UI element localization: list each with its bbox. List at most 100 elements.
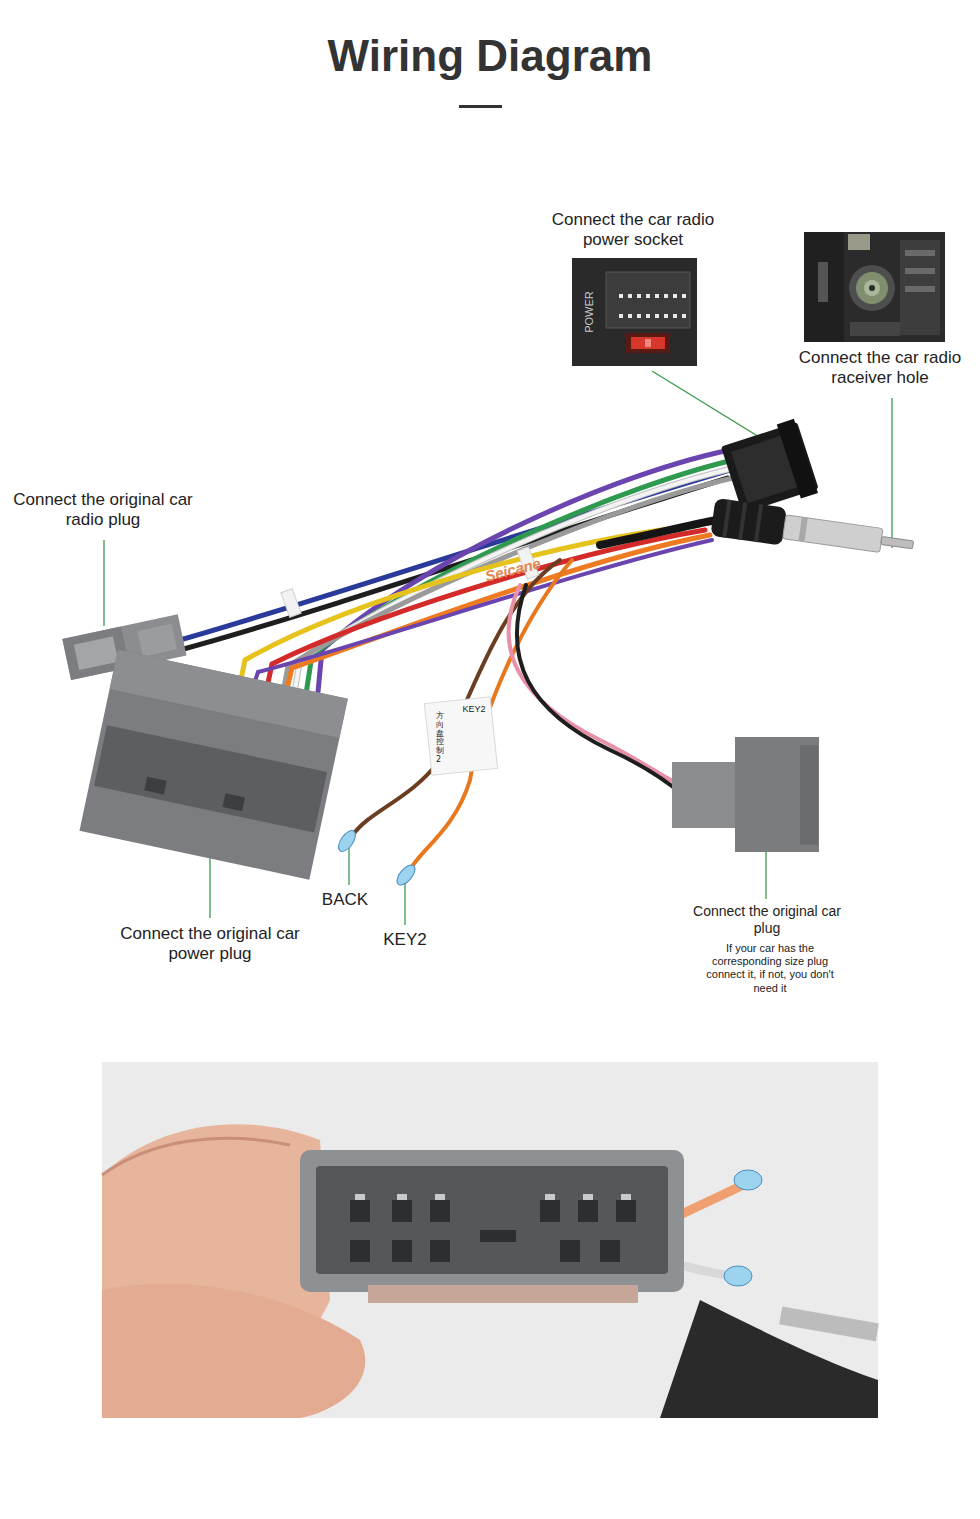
connector-photo-part-part <box>430 1240 450 1262</box>
antenna-socket-photo-part <box>804 232 844 342</box>
antenna-plug-part <box>783 515 883 552</box>
leader-lines-part <box>652 371 764 440</box>
callout-label: Connect the car radio raceiver hole <box>798 348 963 389</box>
diagram-title: Wiring Diagram <box>0 30 980 83</box>
socket-photo <box>572 258 697 366</box>
wire-bundle-part <box>509 585 680 785</box>
power-plug-part <box>79 650 347 880</box>
socket-marking: POWER <box>583 291 596 333</box>
wire-bundle-part <box>285 535 710 697</box>
radio-plug-part <box>137 624 177 657</box>
connector-photo-part <box>102 1062 878 1418</box>
leader-lines-part <box>103 540 104 626</box>
extra-plug <box>672 737 819 852</box>
wire-cap-part <box>394 862 419 888</box>
socket-photo-part-part <box>646 294 650 298</box>
leader-lines-part <box>765 852 766 899</box>
connector-photo-part <box>316 1166 668 1274</box>
antenna-socket-photo-part <box>818 262 828 302</box>
wire-tag-part <box>424 697 497 776</box>
connector-photo-part-part <box>621 1194 631 1200</box>
connector-photo-part-part <box>350 1240 370 1262</box>
socket-photo-part <box>631 337 665 349</box>
connector-photo-part-part <box>355 1194 365 1200</box>
wire-bundle-part <box>266 530 705 692</box>
connector-photo-part-part <box>545 1194 555 1200</box>
connector-photo-part <box>779 1306 879 1341</box>
power-plug-part <box>94 725 327 832</box>
extra-plug-part <box>800 745 818 845</box>
callout-label: Connect the original car radio plug <box>8 490 198 531</box>
antenna-plug-part <box>754 504 763 542</box>
socket-photo-part <box>626 333 670 353</box>
connector-photo-part <box>102 1138 290 1175</box>
connector-photo <box>102 1062 879 1418</box>
wire-cap <box>335 828 418 888</box>
antenna-plug-part <box>738 502 747 540</box>
connector-photo-part <box>102 1284 365 1418</box>
tag-text: 方向盘控制2 <box>436 712 444 765</box>
antenna-socket-photo-part <box>864 280 880 296</box>
antenna-socket-photo-part <box>900 240 940 335</box>
power-plug-part <box>110 650 348 738</box>
socket-photo-part-part <box>637 314 641 318</box>
antenna-plug-part <box>722 500 731 538</box>
connector-photo-part-part <box>583 1194 593 1200</box>
socket-photo-part-part <box>646 314 650 318</box>
socket-photo-part <box>606 272 690 328</box>
connector-photo-part-part <box>397 1194 407 1200</box>
title-rule <box>459 105 502 108</box>
antenna-socket-photo <box>804 232 945 342</box>
connector-photo-part-part <box>435 1194 445 1200</box>
socket-photo-part-part <box>673 314 677 318</box>
wire-bundle-part <box>517 585 682 794</box>
connector-photo-part-part <box>480 1230 516 1242</box>
connector-photo-part-part <box>392 1240 412 1262</box>
wire-bundle-part <box>282 476 742 698</box>
socket-photo-part-part <box>655 314 659 318</box>
connector-photo-part <box>300 1150 684 1292</box>
watermark: Seicane <box>483 554 542 585</box>
signal-name: BACK <box>310 890 380 910</box>
connector-photo-part-part <box>350 1200 370 1222</box>
title-rule-part <box>459 105 502 108</box>
connector-photo-part-part <box>578 1200 598 1222</box>
wire-bundle-part <box>410 560 572 870</box>
socket-photo-part-part <box>628 294 632 298</box>
socket-photo-part-part <box>619 314 623 318</box>
cable-tie-part <box>281 589 301 618</box>
socket-photo-part <box>572 258 697 366</box>
connector-photo-part-part <box>540 1200 560 1222</box>
connector-photo-part-part <box>392 1200 412 1222</box>
connector-photo-part <box>355 1194 631 1200</box>
antenna-socket-photo-part <box>856 272 888 304</box>
tag-text: KEY2 <box>456 704 492 715</box>
power-plug-part <box>144 777 166 795</box>
socket-photo-part-part <box>619 294 623 298</box>
power-plug-part <box>223 793 245 811</box>
head-unit-connector-part <box>777 419 818 499</box>
wire-tag <box>424 697 497 776</box>
antenna-socket-photo-part <box>869 285 875 291</box>
connector-photo-part <box>734 1170 762 1190</box>
antenna-socket-photo-part <box>848 234 870 250</box>
leader-lines-part <box>209 852 210 918</box>
leader-lines-part <box>891 398 892 548</box>
antenna-socket-photo-part <box>905 286 935 292</box>
connector-photo-part <box>660 1300 878 1418</box>
antenna-socket-photo-part <box>850 322 900 336</box>
connector-photo-part <box>350 1200 636 1262</box>
socket-photo-part-part <box>628 314 632 318</box>
leader-lines-part <box>404 882 405 925</box>
callout-label: Connect the original car power plug <box>105 924 315 965</box>
socket-photo-part-part <box>655 294 659 298</box>
antenna-plug-part <box>881 536 914 548</box>
connector-photo-part <box>368 1285 638 1303</box>
socket-photo-part-part <box>682 294 686 298</box>
antenna-plug <box>710 498 915 564</box>
antenna-plug-part <box>798 517 807 542</box>
socket-photo-part-part <box>664 314 668 318</box>
antenna-plug-part <box>710 498 787 546</box>
